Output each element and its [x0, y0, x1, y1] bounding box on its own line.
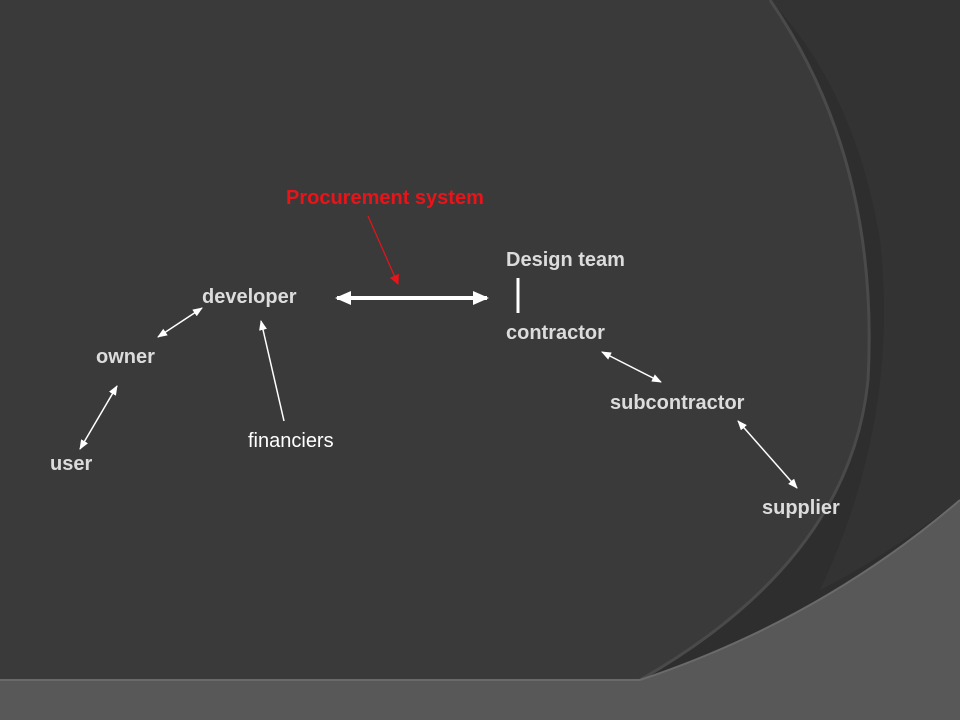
supplier-label: supplier	[762, 497, 840, 519]
user-owner-arrow	[79, 385, 118, 450]
contractor-subcontractor-arrow	[601, 351, 662, 383]
design-team-label: Design team	[506, 249, 625, 271]
developer-label: developer	[202, 286, 297, 308]
contractor-label: contractor	[506, 322, 605, 344]
subcontractor-label: subcontractor	[610, 392, 745, 414]
procurement-system-title: Procurement system	[286, 187, 484, 209]
financiers-developer-arrow	[259, 320, 285, 422]
user-label: user	[50, 453, 93, 475]
owner-label: owner	[96, 346, 155, 368]
subcontractor-supplier-arrow	[737, 420, 798, 489]
procurement-pointer-arrow	[367, 215, 399, 285]
owner-developer-arrow	[157, 307, 203, 338]
financiers-label: financiers	[248, 430, 334, 452]
